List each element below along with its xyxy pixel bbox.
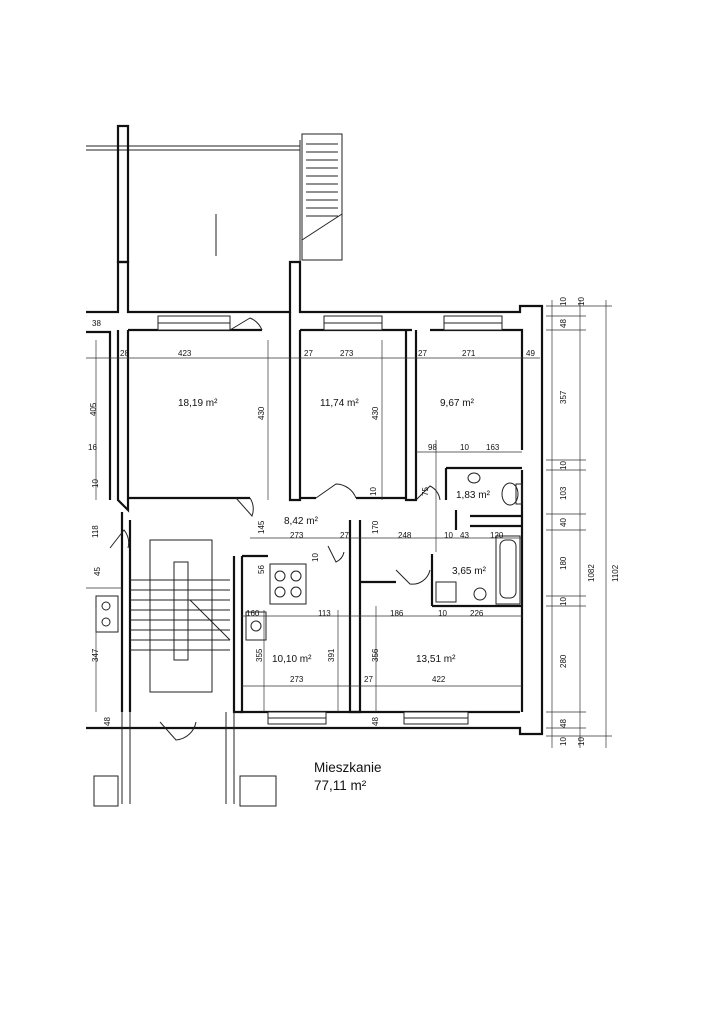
dim-label: 10 [460,443,469,452]
dim-label: 273 [290,675,304,684]
dim-label: 38 [92,319,101,328]
dim-label: 27 [364,675,373,684]
dimension-lines [86,300,612,748]
door-swings [109,317,441,741]
interior-walls [116,312,522,714]
dim-label: 113 [318,609,331,618]
dim-label: 28 [120,349,129,358]
room-area-label: 18,19 m² [178,398,218,409]
room-area-label: 3,65 m² [452,566,487,577]
dim-label: 280 [559,654,568,668]
dim-label: 118 [91,525,100,538]
dim-label: 10 [559,597,568,606]
room-area-label: 8,42 m² [284,516,319,527]
dim-label: 75 [421,487,430,496]
dim-label: 347 [91,648,100,662]
apartment-total-area: 77,11 m² [314,778,367,793]
dim-label: 48 [371,717,380,726]
dim-label: 49 [526,349,535,358]
dim-label: 27 [304,349,313,358]
dim-label: 170 [371,520,380,534]
staircase [93,539,277,807]
dim-label: 10 [369,487,378,496]
dim-label: 10 [577,297,586,306]
dim-label: 103 [559,486,568,500]
dim-label: 48 [559,719,568,728]
dim-label: 422 [432,675,446,684]
windows [157,315,503,725]
dim-label: 16 [88,443,97,452]
dim-label: 271 [462,349,476,358]
dim-label: 355 [255,648,264,662]
exterior-stairs [301,133,343,261]
dim-label: 10 [91,479,100,488]
dim-label: 391 [327,648,336,662]
room-area-label: 10,10 m² [272,654,312,665]
dim-label: 10 [311,553,320,562]
dim-label: 226 [470,609,484,618]
room-area-label: 9,67 m² [440,398,475,409]
room-labels: 18,19 m² 11,74 m² 9,67 m² 1,83 m² 8,42 m… [178,398,491,665]
dim-label: 98 [428,443,437,452]
dim-label: 10 [438,609,447,618]
dim-label: 160 [246,609,260,618]
dim-label: 180 [559,556,568,570]
dim-label: 145 [257,520,266,534]
dim-label: 48 [103,717,112,726]
dim-label: 27 [418,349,427,358]
dim-label: 273 [340,349,354,358]
room-area-label: 1,83 m² [456,490,491,501]
room-area-label: 13,51 m² [416,654,456,665]
dimension-labels: 38 28 423 27 273 27 271 49 405 430 430 1… [88,297,620,746]
apartment-summary: Mieszkanie 77,11 m² [314,760,382,793]
dim-label: 356 [371,648,380,662]
dim-label: 27 [340,531,349,540]
dim-label: 10 [559,461,568,470]
dim-label: 430 [371,406,380,420]
dim-label: 423 [178,349,192,358]
dim-label: 405 [89,402,98,416]
dim-label: 248 [398,531,412,540]
dim-label: 45 [93,567,102,576]
room-area-label: 11,74 m² [320,398,359,409]
dim-label: 48 [559,319,568,328]
dim-label: 10 [559,737,568,746]
dim-label: 1082 [587,564,596,582]
apartment-label: Mieszkanie [314,760,382,775]
dim-label: 1102 [611,564,620,582]
dim-label: 120 [490,531,504,540]
terrace [86,124,301,264]
dim-label: 10 [559,297,568,306]
dim-label: 56 [257,565,266,574]
dim-label: 10 [577,737,586,746]
dim-label: 40 [559,518,568,527]
dim-label: 10 [444,531,453,540]
dim-label: 357 [559,390,568,404]
dim-label: 430 [257,406,266,420]
dim-label: 186 [390,609,404,618]
dim-label: 43 [460,531,469,540]
dim-label: 273 [290,531,304,540]
dim-label: 163 [486,443,500,452]
